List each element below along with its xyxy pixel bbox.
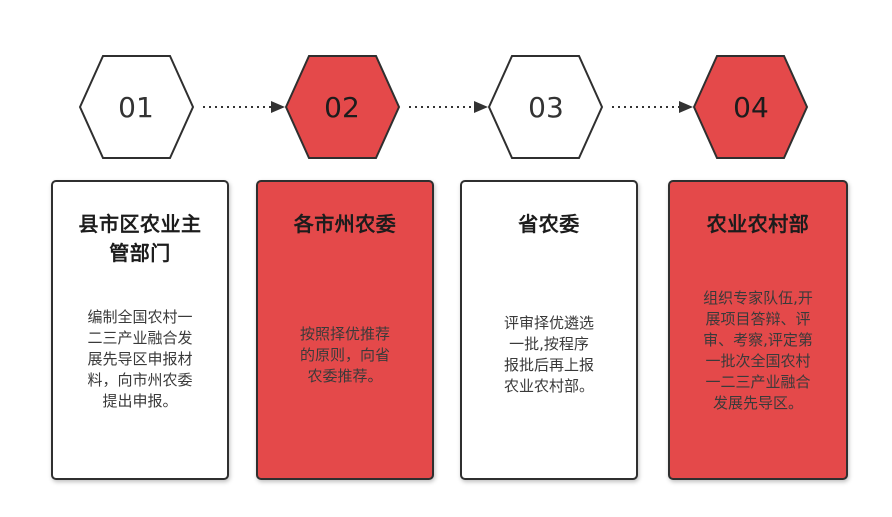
step-card-02: 各市州农委 按照择优推荐 的原则，向省 农委推荐。 xyxy=(256,180,434,480)
step-card-04: 农业农村部 组织专家队伍,开 展项目答辩、评 审、考察,评定第 一批次全国农村 … xyxy=(668,180,848,480)
step-number-01: 01 xyxy=(118,91,154,124)
step-number-04: 04 xyxy=(733,91,769,124)
card-description-line: 提出申报。 xyxy=(102,392,178,410)
card-description-line: 一批次全国农村 xyxy=(705,352,811,370)
card-description: 评审择优遴选 一批,按程序 报批后再上报 农业农村部。 xyxy=(462,313,636,397)
card-title: 县市区农业主 管部门 xyxy=(53,210,227,268)
card-description: 组织专家队伍,开 展项目答辩、评 审、考察,评定第 一批次全国农村 一二三产业融… xyxy=(670,288,846,414)
card-description-line: 按照择优推荐 xyxy=(299,325,390,343)
card-title-line: 管部门 xyxy=(109,241,171,265)
step-number-02: 02 xyxy=(324,91,360,124)
card-title-line: 省农委 xyxy=(518,212,580,236)
hexagon-step-03: 03 xyxy=(487,55,604,159)
step-card-03: 省农委 评审择优遴选 一批,按程序 报批后再上报 农业农村部。 xyxy=(460,180,638,480)
card-title: 各市州农委 xyxy=(258,210,432,239)
card-description-line: 审、考察,评定第 xyxy=(703,331,813,349)
card-description-line: 评审择优遴选 xyxy=(503,314,594,332)
card-title-line: 各市州农委 xyxy=(293,212,397,236)
step-number-03: 03 xyxy=(528,91,564,124)
card-description-line: 一二三产业融合 xyxy=(705,373,811,391)
hexagon-step-01: 01 xyxy=(78,55,195,159)
card-title: 农业农村部 xyxy=(670,210,846,239)
card-description-line: 组织专家队伍,开 xyxy=(703,289,813,307)
card-description-line: 二三产业融合发 xyxy=(87,329,193,347)
card-description-line: 发展先导区。 xyxy=(712,394,803,412)
card-description-line: 农委推荐。 xyxy=(307,367,383,385)
card-description: 编制全国农村一 二三产业融合发 展先导区申报材 料，向市州农委 提出申报。 xyxy=(53,307,227,412)
card-description-line: 农业农村部。 xyxy=(503,377,594,395)
card-title: 省农委 xyxy=(462,210,636,239)
hexagon-step-02: 02 xyxy=(284,55,401,159)
step-card-01: 县市区农业主 管部门 编制全国农村一 二三产业融合发 展先导区申报材 料，向市州… xyxy=(51,180,229,480)
card-description-line: 展项目答辩、评 xyxy=(705,310,811,328)
card-description-line: 料，向市州农委 xyxy=(87,371,193,389)
card-description-line: 的原则，向省 xyxy=(299,346,390,364)
card-description-line: 编制全国农村一 xyxy=(87,308,193,326)
card-title-line: 农业农村部 xyxy=(706,212,810,236)
card-title-line: 县市区农业主 xyxy=(78,212,202,236)
card-description-line: 报批后再上报 xyxy=(503,356,594,374)
card-description-line: 一批,按程序 xyxy=(509,335,589,353)
hexagon-step-04: 04 xyxy=(692,55,809,159)
card-description-line: 展先导区申报材 xyxy=(87,350,193,368)
card-description: 按照择优推荐 的原则，向省 农委推荐。 xyxy=(258,324,432,387)
